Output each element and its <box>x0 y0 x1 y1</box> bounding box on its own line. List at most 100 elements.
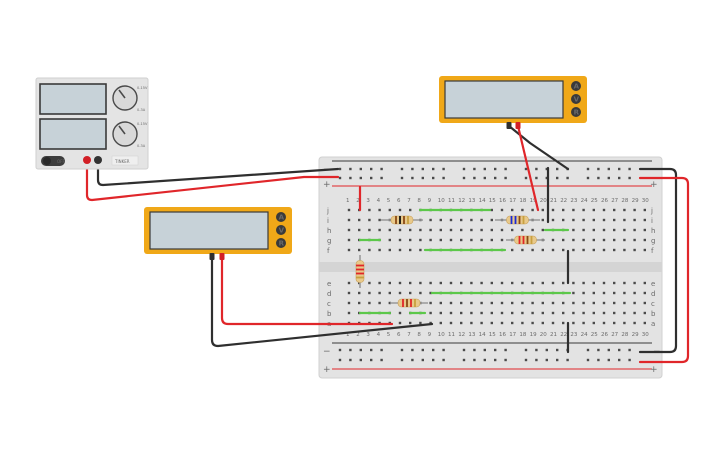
terminal-hole[interactable] <box>541 248 544 252</box>
terminal-hole[interactable] <box>470 238 473 242</box>
rail-hole[interactable] <box>494 176 497 180</box>
terminal-hole[interactable] <box>521 301 524 305</box>
terminal-hole[interactable] <box>490 208 493 212</box>
rail-hole[interactable] <box>483 358 486 362</box>
resistor-body[interactable] <box>397 298 421 308</box>
terminal-hole[interactable] <box>429 281 432 285</box>
terminal-hole[interactable] <box>602 228 606 232</box>
terminal-hole[interactable] <box>429 311 432 315</box>
rail-hole[interactable] <box>586 348 590 352</box>
terminal-hole[interactable] <box>347 238 351 242</box>
terminal-hole[interactable] <box>541 218 544 222</box>
rail-hole[interactable] <box>359 358 362 362</box>
terminal-hole[interactable] <box>643 291 646 295</box>
rail-hole[interactable] <box>349 358 352 362</box>
terminal-hole[interactable] <box>439 311 442 315</box>
terminal-hole[interactable] <box>490 238 493 242</box>
rail-hole[interactable] <box>483 176 486 180</box>
rail-hole[interactable] <box>524 176 528 180</box>
terminal-hole[interactable] <box>449 238 453 242</box>
terminal-hole[interactable] <box>398 291 402 295</box>
rail-hole[interactable] <box>462 358 466 362</box>
rail-hole[interactable] <box>524 167 528 171</box>
multimeter-top[interactable]: AVR <box>439 76 587 123</box>
terminal-hole[interactable] <box>592 238 595 242</box>
terminal-hole[interactable] <box>480 218 483 222</box>
terminal-hole[interactable] <box>511 311 514 315</box>
rail-hole[interactable] <box>349 167 352 171</box>
terminal-hole[interactable] <box>419 228 422 232</box>
terminal-hole[interactable] <box>572 238 575 242</box>
resistor-body[interactable] <box>390 215 414 225</box>
terminal-hole[interactable] <box>613 311 616 315</box>
terminal-hole[interactable] <box>490 281 493 285</box>
terminal-hole[interactable] <box>419 291 422 295</box>
terminal-hole[interactable] <box>378 281 381 285</box>
terminal-hole[interactable] <box>572 208 575 212</box>
rail-hole[interactable] <box>380 358 383 362</box>
terminal-hole[interactable] <box>378 291 381 295</box>
rail-hole[interactable] <box>442 176 445 180</box>
terminal-hole[interactable] <box>551 311 555 315</box>
rail-hole[interactable] <box>370 358 373 362</box>
terminal-hole[interactable] <box>613 301 616 305</box>
terminal-hole[interactable] <box>358 228 361 232</box>
terminal-hole[interactable] <box>460 311 463 315</box>
rail-hole[interactable] <box>411 176 414 180</box>
terminal-hole[interactable] <box>429 238 432 242</box>
terminal-hole[interactable] <box>602 291 606 295</box>
rail-hole[interactable] <box>442 348 445 352</box>
rail-hole[interactable] <box>442 358 445 362</box>
terminal-hole[interactable] <box>500 321 504 325</box>
terminal-hole[interactable] <box>480 311 483 315</box>
terminal-hole[interactable] <box>572 228 575 232</box>
terminal-hole[interactable] <box>347 208 351 212</box>
mode-button-r[interactable] <box>276 238 286 248</box>
terminal-hole[interactable] <box>521 281 524 285</box>
terminal-hole[interactable] <box>480 281 483 285</box>
rail-hole[interactable] <box>494 167 497 171</box>
terminal-hole[interactable] <box>419 281 422 285</box>
terminal-hole[interactable] <box>582 291 585 295</box>
terminal-hole[interactable] <box>572 281 575 285</box>
terminal-hole[interactable] <box>429 321 432 325</box>
rail-hole[interactable] <box>421 348 424 352</box>
terminal-hole[interactable] <box>582 281 585 285</box>
resistor-body[interactable] <box>355 260 365 283</box>
rail-hole[interactable] <box>535 176 538 180</box>
terminal-hole[interactable] <box>449 218 453 222</box>
terminal-hole[interactable] <box>368 291 371 295</box>
terminal-hole[interactable] <box>562 301 565 305</box>
terminal-hole[interactable] <box>490 321 493 325</box>
terminal-hole[interactable] <box>541 321 544 325</box>
terminal-hole[interactable] <box>409 208 412 212</box>
terminal-hole[interactable] <box>449 228 453 232</box>
terminal-hole[interactable] <box>358 301 361 305</box>
terminal-hole[interactable] <box>623 321 626 325</box>
terminal-hole[interactable] <box>562 311 565 315</box>
terminal-hole[interactable] <box>429 291 432 295</box>
terminal-hole[interactable] <box>409 281 412 285</box>
terminal-hole[interactable] <box>592 281 595 285</box>
rail-hole[interactable] <box>421 176 424 180</box>
terminal-hole[interactable] <box>602 311 606 315</box>
terminal-hole[interactable] <box>347 228 351 232</box>
terminal-hole[interactable] <box>592 291 595 295</box>
terminal-hole[interactable] <box>419 248 422 252</box>
rail-hole[interactable] <box>411 348 414 352</box>
terminal-hole[interactable] <box>409 238 412 242</box>
wire-top-meter-pos[interactable] <box>516 124 540 212</box>
terminal-hole[interactable] <box>409 321 412 325</box>
rail-hole[interactable] <box>566 176 569 180</box>
terminal-hole[interactable] <box>633 208 636 212</box>
terminal-hole[interactable] <box>572 218 575 222</box>
rail-hole[interactable] <box>535 358 538 362</box>
rail-hole[interactable] <box>473 348 476 352</box>
rail-hole[interactable] <box>400 176 404 180</box>
terminal-hole[interactable] <box>470 311 473 315</box>
terminal-hole[interactable] <box>643 311 646 315</box>
probe-jack[interactable] <box>209 253 215 260</box>
terminal-hole[interactable] <box>358 291 361 295</box>
rail-hole[interactable] <box>380 167 383 171</box>
terminal-hole[interactable] <box>572 301 575 305</box>
